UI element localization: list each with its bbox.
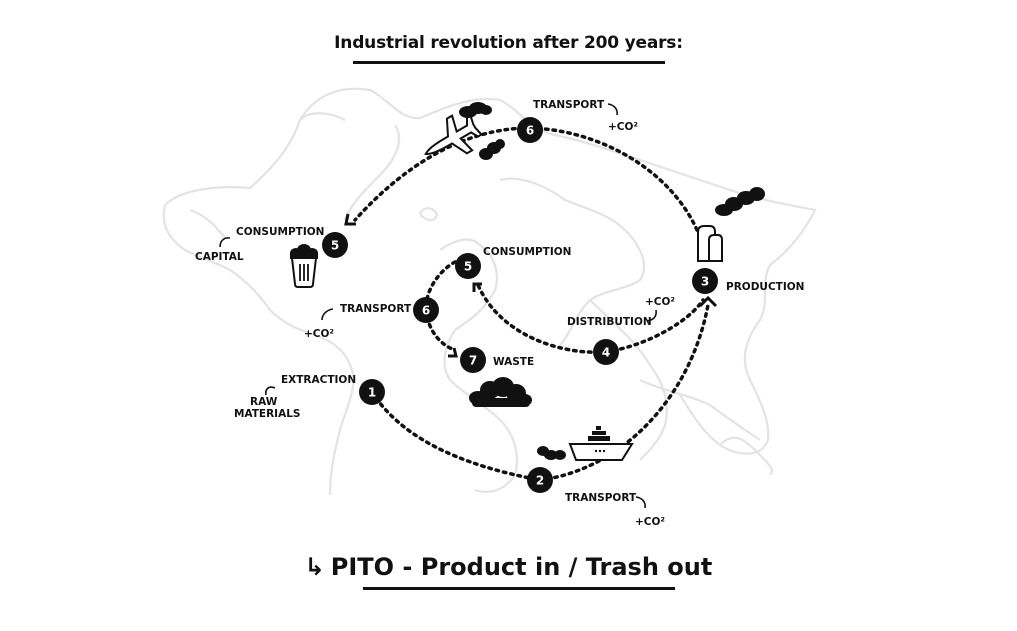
label-consumption-inner: CONSUMPTION: [483, 246, 571, 258]
svg-text:4: 4: [602, 346, 610, 360]
svg-text:3: 3: [701, 275, 709, 289]
svg-text:5: 5: [464, 260, 472, 274]
arrow-head-3: [698, 295, 718, 308]
node-inner-5: 5: [455, 253, 481, 279]
label-transport-inner: TRANSPORT: [340, 303, 412, 315]
path-6-to-5: [353, 126, 532, 222]
label-co2-4: +CO²: [645, 296, 675, 308]
turn-arrow-icon: ↳: [304, 553, 325, 581]
outer-cycle-paths: [353, 126, 710, 482]
label-extraction: EXTRACTION: [281, 374, 356, 386]
node-outer-1: 1: [359, 379, 385, 405]
arrow-head-7: [448, 347, 458, 358]
airplane-icon: [424, 113, 484, 156]
label-raw: RAW: [250, 396, 278, 408]
label-co2-inner-6: +CO²: [304, 328, 334, 340]
svg-text:5: 5: [331, 239, 339, 253]
svg-text:2: 2: [536, 474, 544, 488]
world-map-outline: [162, 87, 817, 496]
node-inner-4: 4: [593, 339, 619, 365]
diagram-title: Industrial revolution after 200 years:: [334, 33, 683, 53]
smoke-cloud-icon: [715, 187, 765, 216]
smoke-cloud-icon: [537, 446, 566, 460]
arrow-head-inner-5: [472, 282, 482, 292]
path-2-to-3: [538, 303, 710, 482]
node-outer-5: 5: [322, 232, 348, 258]
label-co2-2: +CO²: [635, 516, 665, 528]
node-inner-6: 6: [413, 297, 439, 323]
label-capital: CAPITAL: [195, 251, 244, 263]
node-outer-6: 6: [517, 117, 543, 143]
smoke-cloud-icon: [459, 102, 505, 160]
title-underline: [353, 61, 665, 64]
cargo-ship-icon: [568, 426, 634, 461]
footer-caption: ↳PITO - Product in / Trash out: [0, 553, 1017, 581]
node-outer-3: 3: [692, 268, 718, 294]
label-materials: MATERIALS: [234, 408, 300, 420]
factory-chimney-icon: [697, 225, 723, 262]
footer-underline: [363, 587, 675, 590]
label-consumption-outer: CONSUMPTION: [236, 226, 324, 238]
path-3-up-to-6: [528, 126, 699, 232]
label-transport-6: TRANSPORT: [533, 99, 605, 111]
svg-text:6: 6: [422, 304, 430, 318]
trash-bin-icon: [290, 244, 318, 288]
svg-text:7: 7: [469, 354, 477, 368]
svg-text:6: 6: [526, 124, 534, 138]
path-1-to-2: [370, 390, 542, 482]
label-transport-2: TRANSPORT: [565, 492, 637, 504]
path-6-to-7: [424, 308, 457, 352]
label-waste: WASTE: [493, 356, 534, 368]
path-4-to-5: [476, 283, 608, 355]
label-production: PRODUCTION: [726, 281, 804, 293]
node-inner-7: 7: [460, 347, 486, 373]
node-outer-2: 2: [527, 467, 553, 493]
label-co2-6: +CO²: [608, 121, 638, 133]
footer-text: PITO - Product in / Trash out: [330, 553, 713, 581]
waste-pile-icon: [469, 377, 532, 407]
svg-text:1: 1: [368, 386, 376, 400]
path-4-to-3: [604, 298, 705, 354]
label-distribution: DISTRIBUTION: [567, 316, 652, 328]
arrow-head-5: [344, 213, 356, 226]
